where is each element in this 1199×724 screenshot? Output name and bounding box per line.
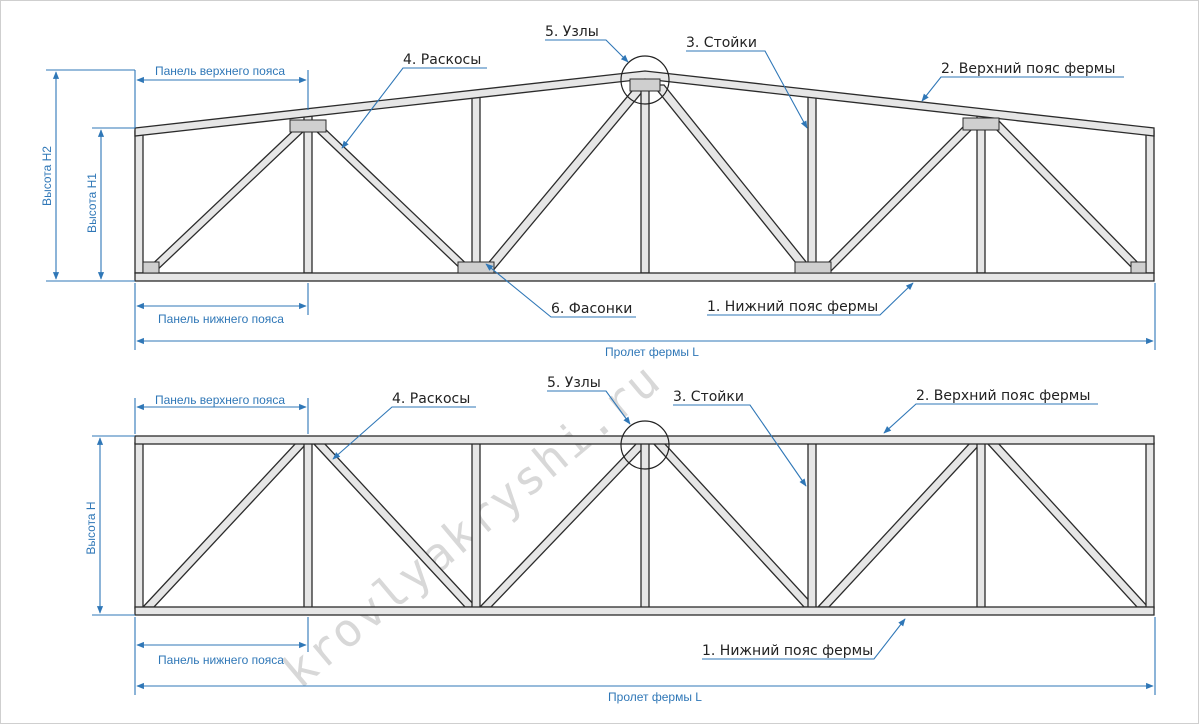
vertical	[807, 442, 817, 609]
vertical	[303, 110, 313, 274]
callout-top-chord: 2. Верхний пояс фермы	[941, 61, 1115, 77]
callout-nodes: 5. Узлы	[545, 24, 599, 40]
callout-diagonals: 4. Раскосы	[403, 52, 481, 68]
diagonal	[478, 84, 650, 274]
height-h-label: Высота Н	[84, 501, 98, 554]
callout-bottom-chord: 1. Нижний пояс фермы	[702, 643, 873, 659]
vertical	[471, 92, 481, 274]
callout-verticals: 3. Стойки	[686, 35, 757, 51]
gable-diagonals	[141, 84, 1150, 274]
gable-verticals	[134, 76, 1155, 274]
top-panel-dimension-label: Панель верхнего пояса	[155, 64, 285, 78]
vertical	[1145, 130, 1155, 274]
span-dimension-label: Пролет фермы L	[605, 345, 699, 359]
bottom-panel-dimension-label: Панель нижнего пояса	[158, 312, 284, 326]
callout-gussets: 6. Фасонки	[551, 301, 632, 317]
vertical	[976, 442, 986, 609]
parallel-verticals	[134, 442, 1155, 609]
callout-bottom-chord: 1. Нижний пояс фермы	[707, 299, 878, 315]
span-dimension-label: Пролет фермы L	[608, 690, 702, 704]
diagonal	[141, 127, 309, 274]
callout-verticals: 3. Стойки	[673, 389, 744, 405]
gusset-plate	[289, 119, 327, 133]
diagonal	[816, 442, 983, 608]
callout-nodes: 5. Узлы	[547, 375, 601, 391]
diagonal	[311, 127, 478, 274]
parallel-dimensions: Панель верхнего пояса Панель нижнего поя…	[84, 393, 1156, 704]
diagonal	[651, 84, 817, 274]
height-h2-label: Высота Н2	[40, 146, 54, 206]
diagonal	[651, 442, 817, 608]
gusset-plate	[142, 261, 160, 274]
diagonal	[985, 442, 1150, 608]
node-highlight-circle	[620, 420, 670, 470]
gable-callouts: 5. Узлы 3. Стойки 2. Верхний пояс фермы …	[341, 24, 1124, 318]
parallel-diagonals	[141, 442, 1150, 608]
vertical	[807, 95, 817, 274]
gusset-plate	[457, 261, 495, 274]
vertical	[134, 130, 144, 274]
diagonal	[141, 442, 309, 608]
diagonal	[816, 119, 983, 274]
vertical	[471, 442, 481, 609]
vertical	[976, 113, 986, 274]
gable-bottom-chord	[134, 272, 1155, 282]
callout-top-chord: 2. Верхний пояс фермы	[916, 388, 1090, 404]
vertical	[1145, 442, 1155, 609]
gable-gussets	[142, 78, 1147, 274]
gusset-plate	[794, 261, 832, 274]
gusset-plate	[1130, 261, 1147, 274]
node-highlight-circle	[620, 55, 670, 105]
gable-top-chord	[134, 70, 1155, 137]
vertical	[640, 442, 650, 609]
top-panel-dimension-label: Панель верхнего пояса	[155, 393, 285, 407]
vertical	[640, 76, 650, 274]
vertical	[134, 442, 144, 609]
gable-truss: Панель верхнего пояса Панель нижнего поя…	[40, 24, 1156, 359]
parallel-callouts: 5. Узлы 3. Стойки 2. Верхний пояс фермы …	[332, 375, 1098, 660]
callout-diagonals: 4. Раскосы	[392, 391, 470, 407]
gusset-plate	[962, 117, 1000, 131]
parallel-top-chord	[134, 435, 1155, 445]
vertical	[303, 442, 313, 609]
diagonal	[985, 119, 1150, 274]
gable-dimensions: Панель верхнего пояса Панель нижнего поя…	[40, 64, 1156, 359]
gusset-plate	[629, 78, 661, 92]
parallel-bottom-chord	[134, 606, 1155, 616]
bottom-panel-dimension-label: Панель нижнего пояса	[158, 653, 284, 667]
parallel-truss: Панель верхнего пояса Панель нижнего поя…	[84, 375, 1156, 704]
height-h1-label: Высота Н1	[85, 173, 99, 233]
